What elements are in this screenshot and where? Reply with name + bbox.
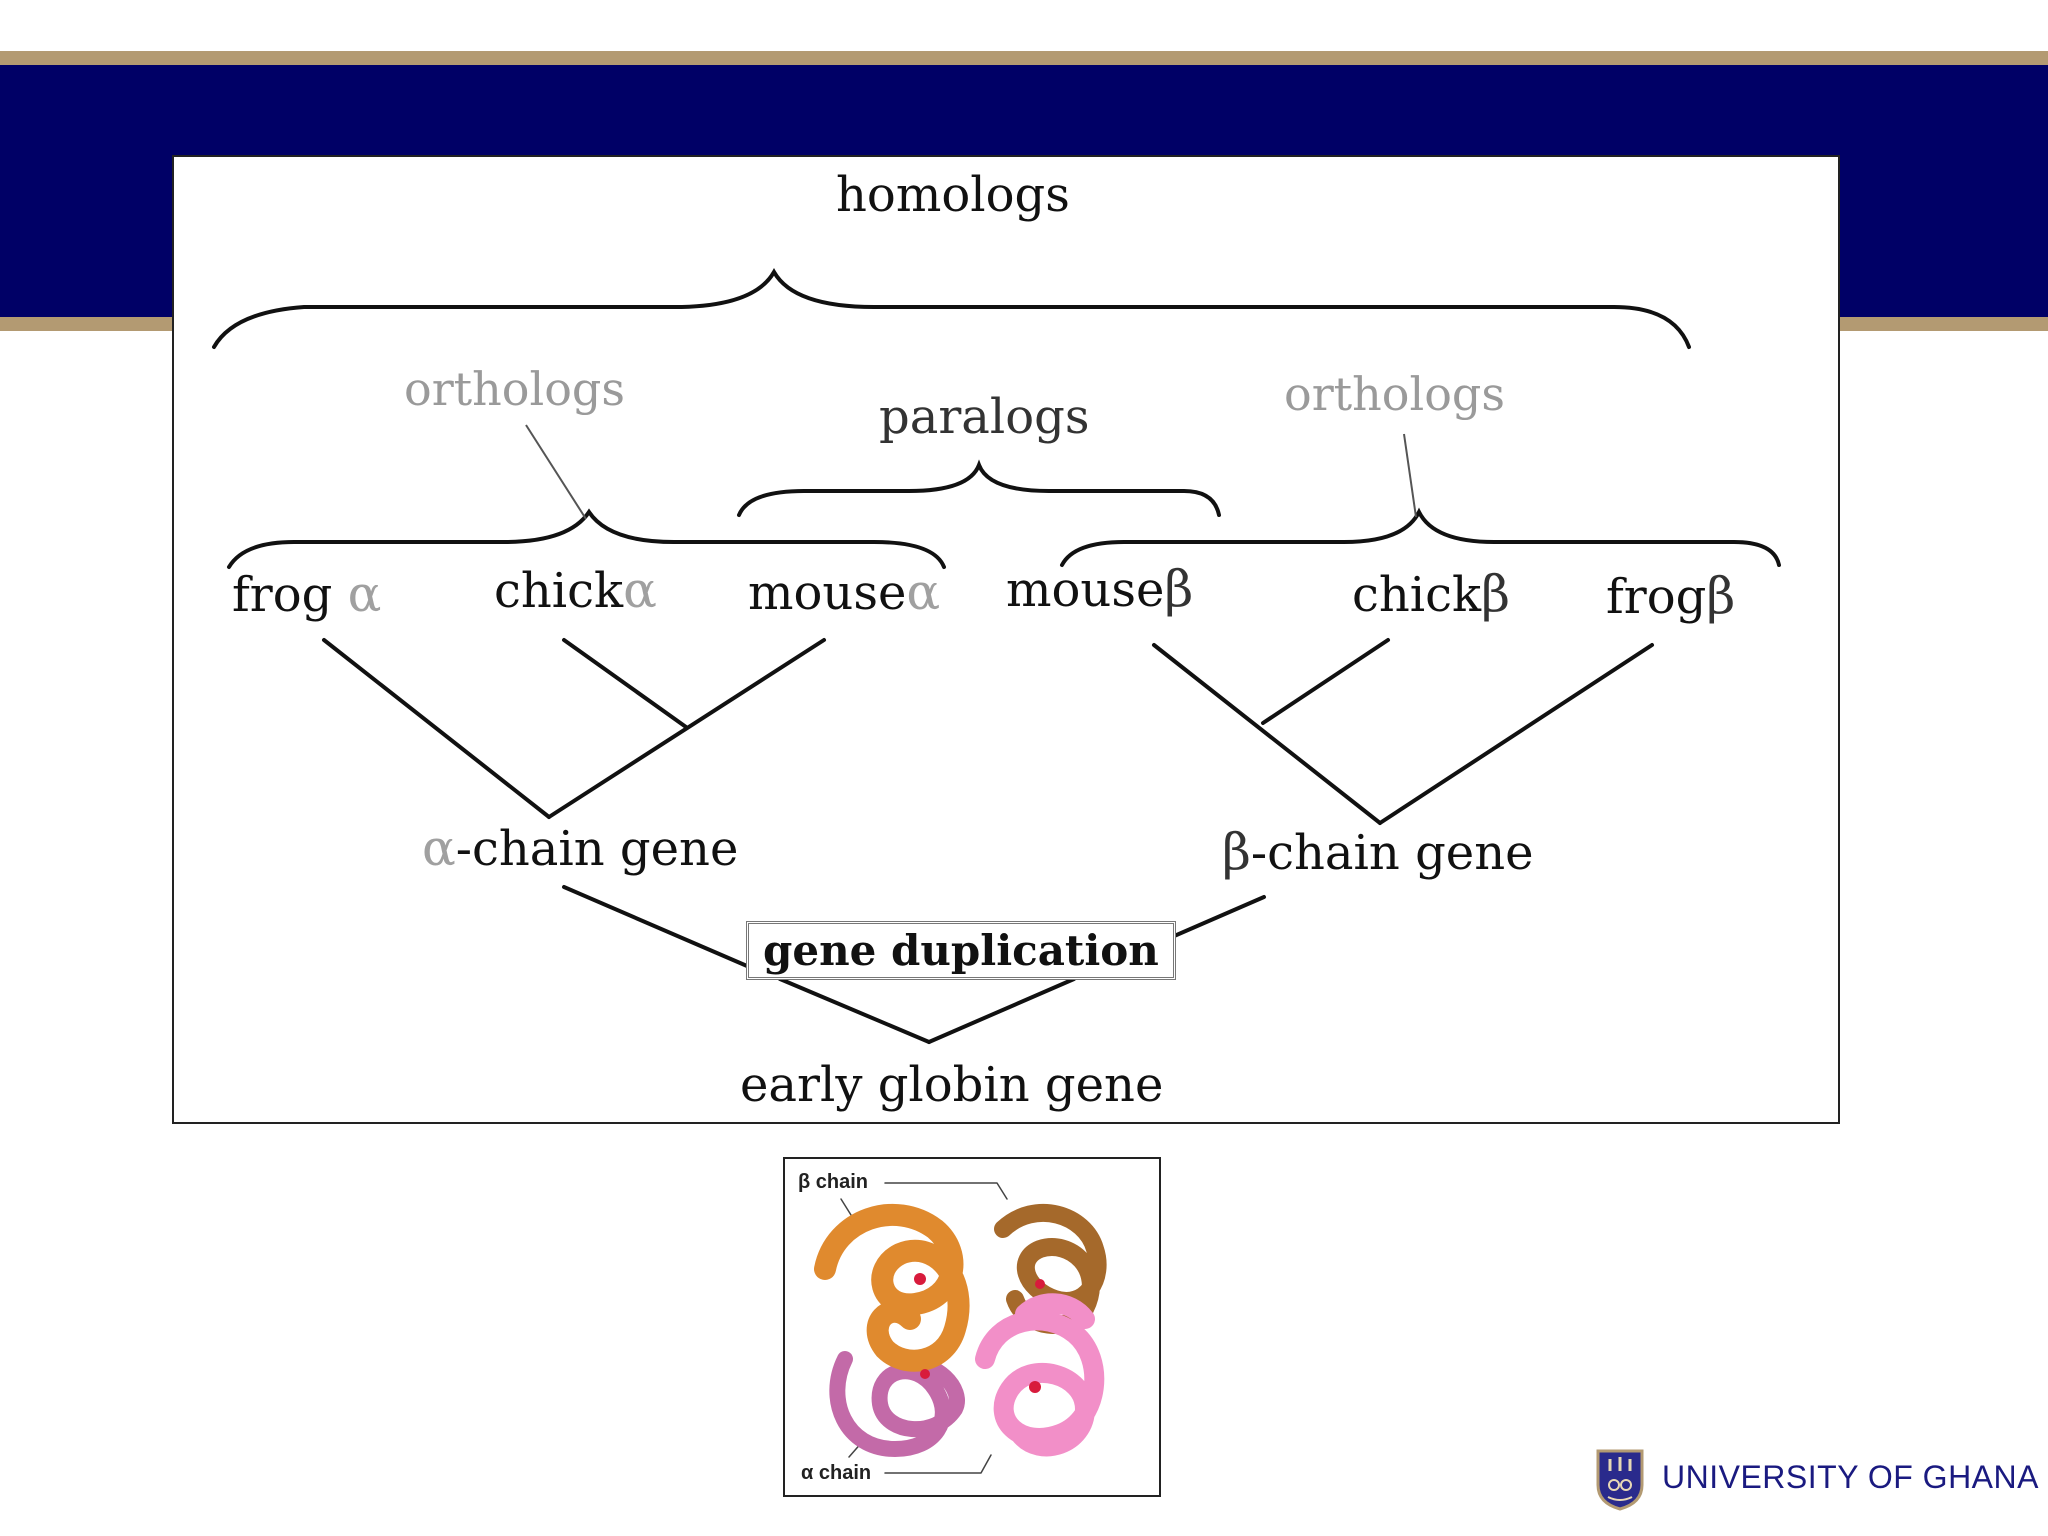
heme-group [914, 1273, 926, 1285]
leaf-name: mouse [748, 565, 907, 621]
orthologs-right-brace [1060, 507, 1781, 567]
alpha-chain-gene-label: α-chain gene [422, 819, 738, 877]
leaf-name: frog [232, 567, 333, 623]
leaf-frog-beta: frogβ [1606, 567, 1735, 625]
paralogs-brace [737, 459, 1221, 517]
gene-duplication-box: gene duplication [746, 921, 1176, 980]
beta-symbol: β [1481, 565, 1511, 623]
beta-leader-left [840, 1198, 852, 1216]
orthologs-left-pointer [525, 424, 587, 520]
beta-chain-gene-label: β-chain gene [1222, 823, 1534, 881]
gene-text: -chain gene [455, 821, 739, 877]
beta-symbol: β [1706, 567, 1736, 625]
alpha-chain-mauve [829, 1351, 965, 1457]
university-crest-icon [1596, 1449, 1644, 1511]
leaf-name: chick [1352, 567, 1482, 623]
homologs-label: homologs [836, 167, 1070, 223]
heme-group [1029, 1381, 1041, 1393]
hemoglobin-figure: β chain α chain [783, 1157, 1161, 1497]
alpha-symbol: α [906, 563, 941, 621]
beta-symbol: β [1164, 560, 1194, 618]
alpha-symbol: α [623, 561, 657, 619]
leaf-frog-alpha: frog α [232, 565, 381, 623]
gene-text: -chain gene [1250, 825, 1534, 881]
branch-chick-alpha [562, 638, 688, 729]
beta-leader [884, 1182, 1008, 1200]
branch-frog-beta [1378, 643, 1654, 825]
branch-chick-beta [1261, 638, 1390, 725]
alpha-symbol: α [422, 819, 456, 877]
leaf-mouse-alpha: mouseα [748, 563, 940, 621]
alpha-symbol: α [347, 565, 382, 623]
leaf-name: frog [1606, 569, 1707, 625]
orthologs-right-label: orthologs [1284, 367, 1505, 421]
branch-root-left [778, 977, 931, 1044]
branch-mouse-alpha [547, 638, 826, 819]
alpha-chain-label: α chain [801, 1462, 872, 1484]
alpha-leader [884, 1454, 992, 1474]
heme-group [1035, 1279, 1045, 1289]
leaf-mouse-beta: mouseβ [1006, 560, 1193, 618]
paralogs-label: paralogs [879, 389, 1090, 445]
top-accent-bar [0, 51, 2048, 65]
leaf-chick-alpha: chickα [494, 561, 657, 619]
hemoglobin-illustration [814, 1182, 1107, 1474]
branch-root-right [927, 977, 1076, 1044]
homolog-diagram: homologs orthologs paralogs orthologs fr… [172, 155, 1840, 1124]
leaf-name: chick [494, 563, 624, 619]
leaf-chick-beta: chickβ [1352, 565, 1510, 623]
branch-frog-alpha [322, 638, 551, 819]
beta-chain-orange [814, 1203, 970, 1372]
homologs-brace [212, 267, 1691, 349]
orthologs-left-label: orthologs [404, 362, 625, 416]
early-globin-gene-label: early globin gene [740, 1057, 1164, 1113]
diagram-lines [212, 267, 1781, 1044]
heme-group [920, 1369, 930, 1379]
orthologs-right-pointer [1403, 433, 1417, 518]
leaf-name: mouse [1006, 562, 1165, 618]
university-logo: UNIVERSITY OF GHANA [1590, 1445, 2038, 1513]
beta-chain-label: β chain [798, 1171, 868, 1193]
orthologs-left-brace [227, 508, 946, 569]
beta-symbol: β [1222, 823, 1251, 881]
branch-alpha-gene [562, 885, 756, 971]
branch-mouse-beta [1152, 643, 1382, 825]
alpha-chain-pink [975, 1293, 1105, 1457]
university-name: UNIVERSITY OF GHANA [1662, 1459, 2039, 1495]
